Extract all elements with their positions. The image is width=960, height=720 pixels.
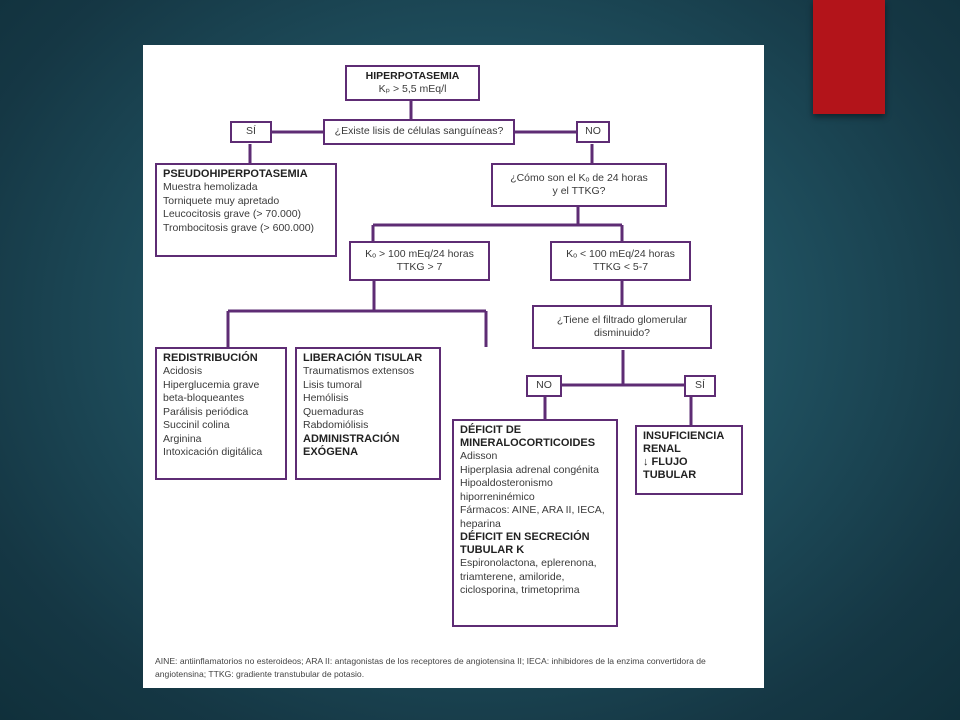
list-item: Muestra hemolizada	[163, 181, 258, 193]
list-item: triamterene, amiloride,	[460, 570, 565, 583]
root-subtitle: Kₚ > 5,5 mEq/l	[378, 83, 447, 95]
list-item: Espironolactona, eplerenona,	[460, 557, 597, 569]
liberacion-title: LIBERACIÓN TISULAR	[303, 352, 423, 364]
deficit-title-2: MINERALOCORTICOIDES	[460, 437, 596, 449]
red-accent-tab	[813, 0, 885, 114]
root-title: HIPERPOTASEMIA	[365, 69, 460, 82]
pseudo-title: PSEUDOHIPERPOTASEMIA	[163, 168, 308, 180]
connector-high-split	[226, 280, 488, 347]
list-item: ciclosporina, trimetoprima	[460, 584, 580, 596]
list-item: Leucocitosis grave (> 70.000)	[163, 208, 302, 220]
administracion-title-2: EXÓGENA	[303, 445, 359, 458]
list-item: Quemaduras	[303, 405, 364, 418]
secrecion-title-2: TUBULAR K	[460, 544, 525, 556]
yes-label-3: SÍ	[684, 375, 716, 397]
question2-node: ¿Cómo son el Kₒ de 24 horas y el TTKG?	[491, 163, 667, 207]
no-label-1: NO	[576, 121, 610, 143]
redistribucion-node: REDISTRIBUCIÓN Acidosis Hiperglucemia gr…	[155, 347, 287, 480]
list-item: Adisson	[460, 450, 498, 462]
list-item: Acidosis	[163, 365, 203, 377]
high-k-node: Kₒ > 100 mEq/24 horas TTKG > 7	[349, 241, 490, 281]
insuficiencia-node: INSUFICIENCIA RENAL ↓ FLUJO TUBULAR	[635, 425, 743, 495]
connector-question3-split	[543, 350, 693, 428]
redistribucion-title: REDISTRIBUCIÓN	[163, 352, 258, 364]
list-item: hiporreninémico	[460, 490, 535, 503]
list-item: Hemólisis	[303, 392, 349, 404]
list-item: Intoxicación digitálica	[163, 446, 263, 458]
list-item: Hiperplasia adrenal congénita	[460, 463, 599, 476]
list-item: heparina	[460, 517, 501, 530]
no-label-3: NO	[526, 375, 562, 397]
list-item: Traumatismos extensos	[303, 365, 415, 377]
yes-label-1: SÍ	[230, 121, 272, 143]
footnote: AINE: antiinflamatorios no esteroideos; …	[155, 656, 706, 679]
connector-question2-split	[371, 206, 624, 242]
list-item: Trombocitosis grave (> 600.000)	[163, 221, 315, 234]
list-item: Torniquete muy apretado	[163, 194, 280, 207]
list-item: Hiperglucemia grave	[163, 378, 260, 391]
list-item: Rabdomiólisis	[303, 419, 369, 431]
pseudo-node: PSEUDOHIPERPOTASEMIA Muestra hemolizada …	[155, 163, 337, 257]
root-node: HIPERPOTASEMIA Kₚ > 5,5 mEq/l	[345, 65, 480, 101]
question1-text: ¿Existe lisis de células sanguíneas?	[334, 125, 504, 138]
liberacion-node: LIBERACIÓN TISULAR Traumatismos extensos…	[295, 347, 441, 480]
administracion-title: ADMINISTRACIÓN	[303, 432, 400, 445]
flowchart-panel: HIPERPOTASEMIA Kₚ > 5,5 mEq/l SÍ ¿Existe…	[143, 45, 764, 688]
list-item: Succinil colina	[163, 419, 230, 431]
low-k-node: Kₒ < 100 mEq/24 horas TTKG < 5-7	[550, 241, 691, 281]
deficit-title: DÉFICIT DE	[460, 424, 522, 436]
deficit-node: DÉFICIT DE MINERALOCORTICOIDES Adisson H…	[452, 419, 618, 627]
list-item: beta-bloqueantes	[163, 392, 245, 404]
list-item: Arginina	[163, 432, 202, 445]
secrecion-title: DÉFICIT EN SECRECIÓN	[460, 531, 590, 543]
flowchart-connectors	[226, 99, 693, 428]
question1-node: ¿Existe lisis de células sanguíneas?	[323, 119, 515, 145]
list-item: Lisis tumoral	[303, 378, 362, 391]
list-item: Parálisis periódica	[163, 405, 249, 418]
list-item: Fármacos: AINE, ARA II, IECA,	[460, 504, 605, 516]
list-item: Hipoaldosteronismo	[460, 477, 553, 489]
question3-node: ¿Tiene el filtrado glomerular disminuido…	[532, 305, 712, 349]
